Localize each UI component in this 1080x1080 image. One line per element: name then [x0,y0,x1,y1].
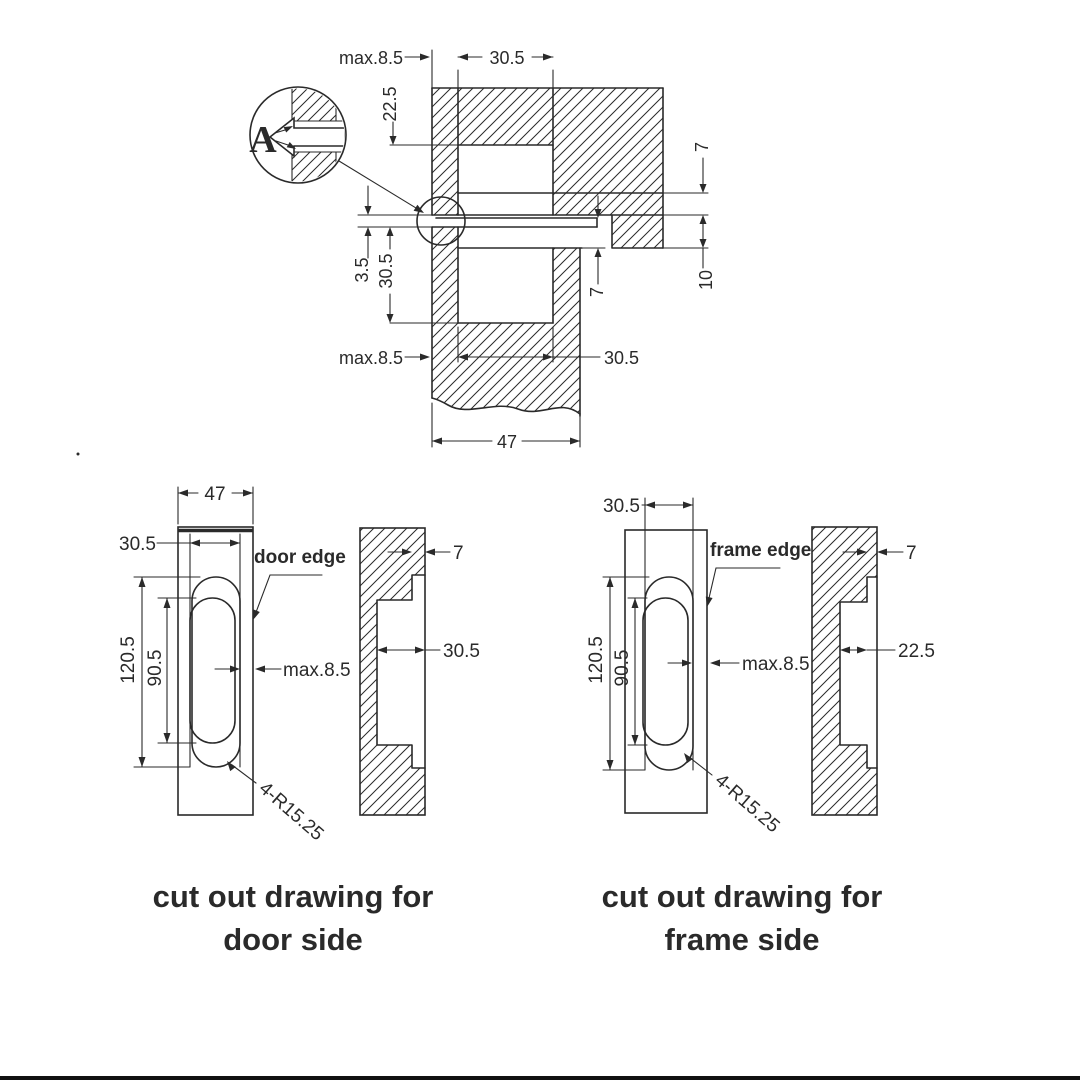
door-edge-label: door edge [253,547,346,620]
door-dim-305: 30.5 [119,534,241,555]
stray-dot [76,452,80,456]
dim-text: 7 [453,543,464,564]
dim-text: 7 [587,287,607,297]
top-section-drawing: A max.8.5 30.5 22.5 [249,48,716,452]
frame-cutout-drawing: 30.5 120.5 90.5 frame edge [586,496,935,957]
dim-305-bottom: 30.5 [457,326,639,368]
frame-edge-label: frame edge [705,540,811,607]
dim-text: 90.5 [145,650,166,687]
dim-35: 3.5 [352,185,372,283]
dim-text: 10 [696,270,716,290]
dim-text: 30.5 [604,348,639,368]
dim-text: 47 [204,484,225,505]
frame-profile-dim-7: 7 [842,543,917,564]
frame-dim-max85: max.8.5 [667,654,810,675]
door-dim-max85: max.8.5 [214,660,351,681]
dim-text: 4-R15.25 [255,778,328,845]
door-dim-905: 90.5 [145,597,197,744]
frame-profile-dim-depth: 22.5 [840,641,935,662]
dim-text: 30.5 [443,641,480,662]
dim-text: 3.5 [352,257,372,282]
door-profile-view: 7 30.5 [359,527,480,816]
dim-text: 30.5 [119,534,156,555]
caption-line1: cut out drawing for [153,879,434,914]
door-cutout-drawing: 47 30.5 120.5 90.5 door edge [118,484,480,957]
dim-text: 30.5 [489,48,524,68]
door-dim-1205: 120.5 [118,576,201,768]
dim-305-top: 30.5 [457,48,554,68]
dim-47-top-figure: 47 [431,432,581,452]
detail-circle [416,196,466,246]
dim-text: 120.5 [118,636,139,684]
door-dim-47: 47 [177,484,254,525]
dim-text: 30.5 [376,253,396,288]
dim-text: 47 [497,432,517,452]
door-profile-dim-7: 7 [387,543,464,564]
dim-text: max.8.5 [283,660,351,681]
bottom-edge-bar [0,1076,1080,1080]
frame-front-view [624,497,708,814]
dim-7-door: 7 [587,195,607,297]
dim-text: max.8.5 [742,654,810,675]
edge-label-text: door edge [254,547,346,568]
frame-dim-radius: 4-R15.25 [684,753,783,837]
dim-text: 7 [692,142,712,152]
dim-text: 120.5 [586,636,607,684]
dim-7-right: 7 [692,142,712,224]
dim-text: 7 [906,543,917,564]
caption-line2: frame side [664,922,819,957]
door-caption: cut out drawing for door side [153,879,434,957]
dim-305-left: 30.5 [376,227,396,323]
dim-10-right: 10 [696,223,716,290]
frame-dim-1205: 120.5 [586,576,650,771]
dim-text: max.8.5 [339,348,403,368]
detail-label: A [249,119,277,161]
edge-label-text: frame edge [710,540,811,561]
dim-text: 4-R15.25 [711,770,784,837]
dim-max85-bottom: max.8.5 [339,348,430,368]
dim-225: 22.5 [380,86,400,145]
caption-line2: door side [223,922,363,957]
caption-line1: cut out drawing for [602,879,883,914]
detail-balloon-a: A [249,86,424,213]
dim-text: 22.5 [380,86,400,121]
dim-max85-top: max.8.5 [339,48,430,68]
frame-profile-view: 7 22.5 [811,526,935,816]
door-dim-radius: 4-R15.25 [227,761,327,845]
dim-text: max.8.5 [339,48,403,68]
frame-dim-905: 90.5 [612,597,648,746]
frame-dim-305: 30.5 [603,496,694,517]
dim-text: 90.5 [612,650,633,687]
dim-text: 30.5 [603,496,640,517]
door-profile-dim-depth: 30.5 [377,641,480,662]
dim-text: 22.5 [898,641,935,662]
frame-caption: cut out drawing for frame side [602,879,883,957]
